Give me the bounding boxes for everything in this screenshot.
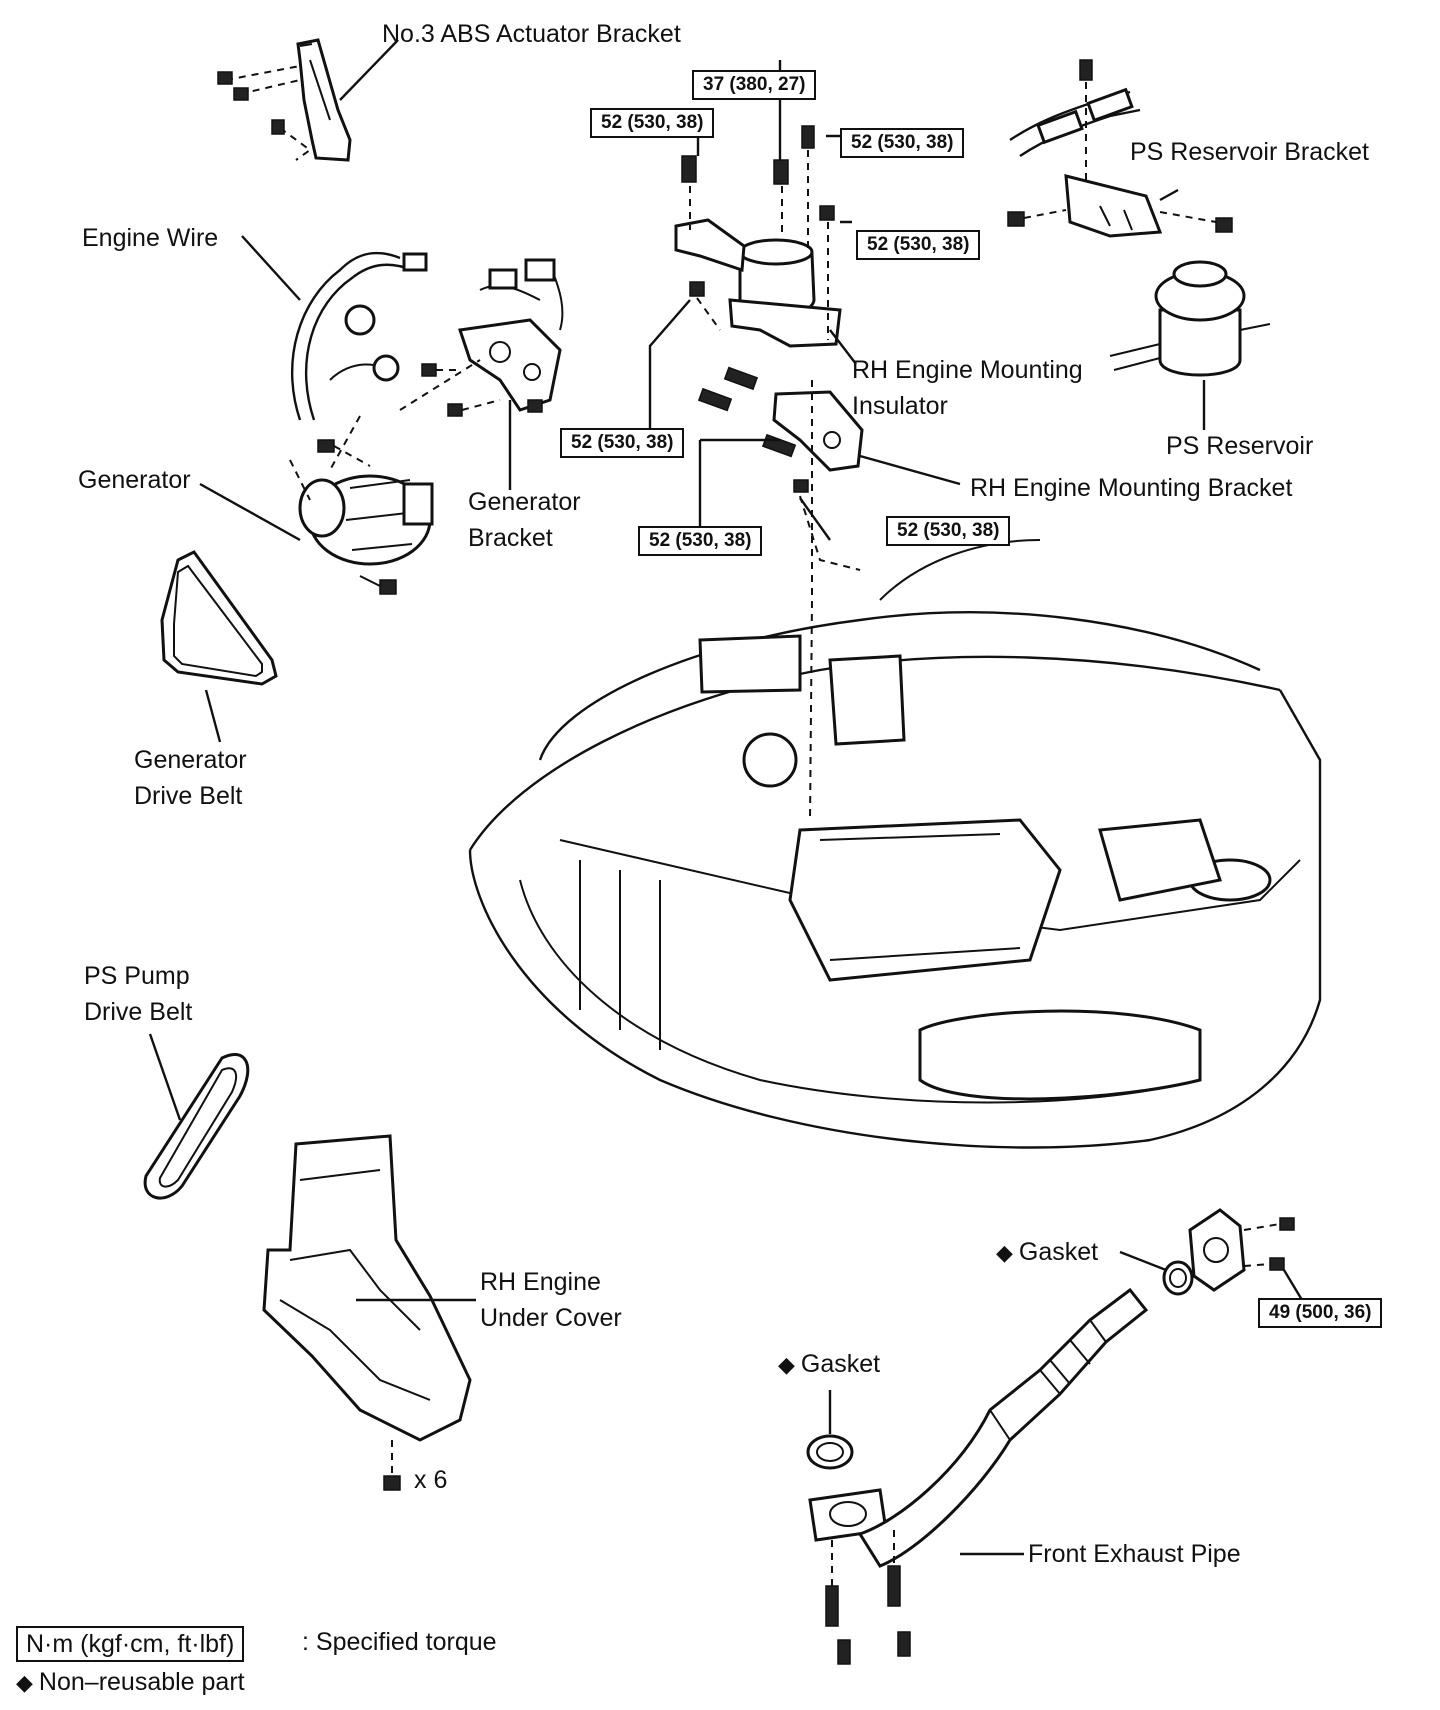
under-cover-label: RH Engine Under Cover: [480, 1268, 622, 1332]
mounting-bracket-label: RH Engine Mounting Bracket: [970, 474, 1293, 502]
exhaust-gasket-lower-drawing: [806, 1390, 854, 1470]
exhaust-gasket-upper-drawing: [1119, 1250, 1194, 1296]
engine-wire-label: Engine Wire: [82, 224, 219, 252]
ps-pump-belt-drawing: [143, 1033, 250, 1200]
generator-bracket-drawing: [399, 258, 564, 490]
gasket-lower-label: ◆Gasket: [778, 1346, 880, 1383]
gasket-upper-text: Gasket: [1018, 1238, 1099, 1266]
torque-box-exhaust-flange: 49 (500, 36): [1258, 1298, 1383, 1328]
generator-drawing: [199, 415, 434, 595]
mounting-bracket-drawing: [772, 390, 961, 486]
engine-wire-drawing: [241, 235, 428, 421]
torque-box-insulator-top: 37 (380, 27): [692, 70, 817, 100]
gasket-lower-text: Gasket: [800, 1350, 881, 1378]
abs-actuator-bracket-label: No.3 ABS Actuator Bracket: [382, 20, 681, 48]
torque-box-mount-left: 52 (530, 38): [560, 428, 685, 458]
non-reusable-icon: ◆: [996, 1240, 1013, 1265]
legend: N·m (kgf·cm, ft·lbf) : Specified torque …: [12, 1626, 532, 1706]
torque-box-bracket-left: 52 (530, 38): [590, 108, 715, 138]
exhaust-flange-drawing: [1188, 1208, 1304, 1301]
torque-box-bolt-top-right: 52 (530, 38): [840, 128, 965, 158]
abs-actuator-bracket-drawing: [217, 38, 399, 162]
front-exhaust-pipe-drawing: [808, 1287, 1149, 1665]
legend-torque-desc: : Specified torque: [302, 1628, 497, 1656]
ps-reservoir-label: PS Reservoir: [1166, 432, 1314, 460]
mounting-insulator-label: RH Engine Mounting Insulator: [852, 356, 1083, 420]
gasket-upper-label: ◆Gasket: [996, 1234, 1098, 1271]
torque-box-mount-bottom: 52 (530, 38): [638, 526, 763, 556]
non-reusable-icon: ◆: [778, 1352, 795, 1377]
legend-nonreusable: ◆Non–reusable part: [16, 1664, 245, 1701]
generator-drive-belt-label: Generator Drive Belt: [134, 746, 247, 810]
front-exhaust-pipe-label: Front Exhaust Pipe: [1028, 1540, 1241, 1568]
non-reusable-icon: ◆: [16, 1670, 33, 1695]
generator-belt-drawing: [160, 550, 278, 743]
torque-box-mount-nut: 52 (530, 38): [886, 516, 1011, 546]
generator-bracket-label: Generator Bracket: [468, 488, 581, 552]
ps-pump-drive-belt-label: PS Pump Drive Belt: [84, 962, 193, 1026]
ps-reservoir-drawing: [1109, 260, 1271, 430]
under-cover-drawing: [262, 1134, 476, 1491]
torque-box-nut-right: 52 (530, 38): [856, 230, 981, 260]
under-cover-quantity: x 6: [414, 1466, 448, 1494]
mounting-bolts-drawing: [648, 60, 861, 821]
mounting-insulator-drawing: [674, 218, 857, 365]
legend-nonreusable-desc: Non–reusable part: [38, 1668, 245, 1696]
legend-torque-box: N·m (kgf·cm, ft·lbf): [16, 1626, 245, 1662]
vehicle-engine-bay-drawing: [468, 539, 1322, 1149]
ps-reservoir-bracket-drawing: [1007, 59, 1233, 238]
generator-label: Generator: [78, 466, 191, 494]
ps-reservoir-bracket-label: PS Reservoir Bracket: [1130, 138, 1369, 166]
